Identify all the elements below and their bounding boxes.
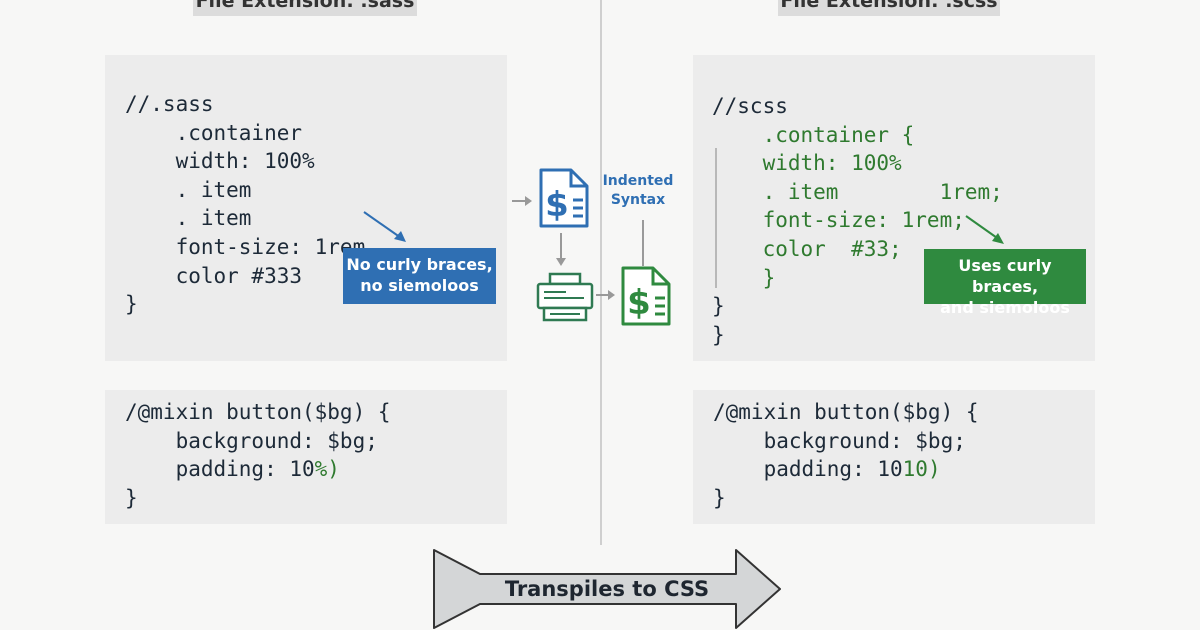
code-line: .container — [125, 120, 303, 145]
code-text: padding: 10 — [125, 457, 315, 482]
sass-mixin-panel — [105, 390, 507, 524]
arrow-right-icon — [512, 196, 532, 206]
note-line: No curly braces, — [346, 255, 493, 274]
scss-indent-guide — [715, 148, 717, 288]
transpile-arrow-banner — [433, 549, 781, 629]
code-line: . item — [125, 177, 252, 202]
printer-icon — [536, 272, 594, 322]
arrow-down-icon — [556, 233, 566, 266]
scss-note-callout: Uses curly braces, and siemoloos — [924, 249, 1086, 317]
code-line: /@mixin button($bg) { — [713, 400, 979, 424]
code-line: padding: 10%) — [125, 455, 391, 484]
indented-syntax-label: Indented Syntax — [598, 172, 678, 210]
arrow-right-icon — [596, 290, 615, 300]
dollar-document-icon: $ — [539, 168, 589, 228]
code-line: } — [125, 292, 138, 317]
sass-extension-tag: File Extension: .sass — [193, 0, 417, 16]
code-line: width: 100% — [712, 151, 902, 176]
hint-line: Indented — [602, 173, 674, 189]
code-highlight: %) — [314, 457, 340, 482]
note-line: no siemoloos — [360, 276, 479, 295]
center-divider — [600, 0, 602, 545]
scss-note-arrow — [965, 215, 1004, 244]
code-line: font-size: 1rem — [125, 234, 366, 259]
scss-code-block: //scss .container { width: 100% . item 1… — [712, 92, 1003, 349]
sass-note-callout: No curly braces, no siemoloos — [343, 248, 496, 304]
code-line: /@mixin button($bg) { — [125, 400, 391, 424]
code-line: color #33; — [712, 236, 902, 261]
code-text: padding: 10 — [713, 457, 903, 482]
dollar-document-icon: $ — [621, 266, 671, 326]
code-line: padding: 1010) — [713, 455, 979, 484]
sass-code-panel — [105, 55, 507, 361]
scss-mixin-block: /@mixin button($bg) { background: $bg; p… — [713, 398, 979, 512]
hint-line: Syntax — [610, 192, 666, 208]
code-line: . item — [125, 206, 252, 231]
scss-mixin-panel — [693, 390, 1095, 524]
code-line: } — [125, 485, 138, 510]
code-line: color #333 — [125, 263, 303, 288]
code-line: . item 1rem; — [712, 179, 1003, 204]
note-line: Uses curly braces, — [958, 256, 1052, 296]
code-line: .container { — [712, 122, 915, 147]
scss-code-panel — [693, 55, 1095, 361]
code-line: //scss — [712, 94, 788, 118]
code-line: background: $bg; — [713, 428, 966, 453]
svg-text:$: $ — [627, 283, 651, 323]
code-line: width: 100% — [125, 149, 315, 174]
code-line: font-size: 1rem; — [712, 208, 965, 233]
code-line: } — [712, 322, 725, 347]
code-highlight: 10) — [902, 457, 941, 482]
note-line: and siemoloos — [940, 298, 1070, 317]
scss-extension-tag: File Extension: .scss — [778, 0, 1000, 16]
sass-mixin-block: /@mixin button($bg) { background: $bg; p… — [125, 398, 391, 512]
sass-note-arrow — [363, 211, 406, 242]
code-line: background: $bg; — [125, 428, 378, 453]
sass-code-block: //.sass .container width: 100% . item . … — [125, 90, 365, 319]
code-line: } — [712, 265, 776, 290]
connector-line-icon — [642, 220, 644, 266]
svg-text:$: $ — [545, 185, 569, 225]
code-line: } — [712, 294, 725, 319]
code-line: //.sass — [125, 92, 214, 116]
transpile-label: Transpiles to CSS — [504, 577, 710, 601]
code-line: } — [713, 485, 726, 510]
